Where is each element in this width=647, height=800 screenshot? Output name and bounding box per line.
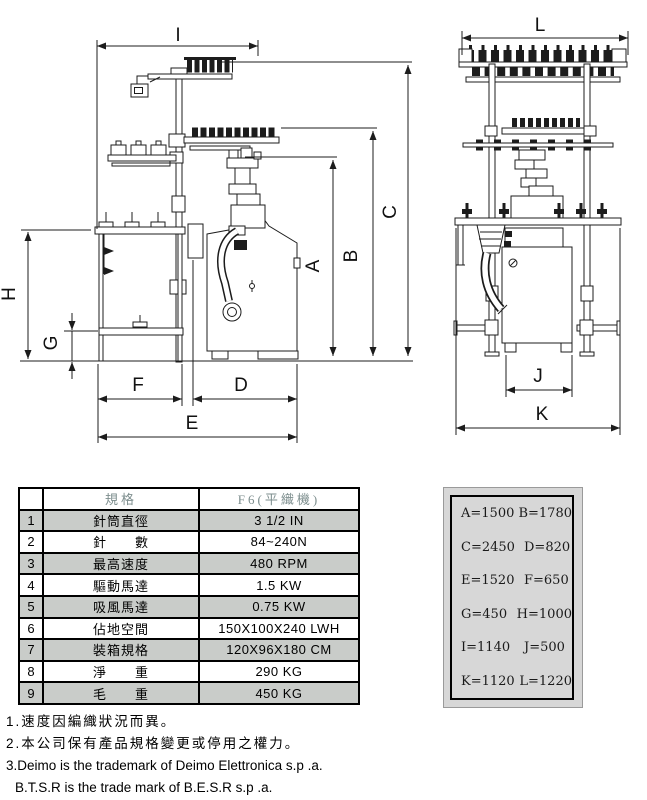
spec-name: 最高速度 — [42, 551, 200, 576]
dim-value-row: E=1520 F=650 — [461, 573, 572, 588]
dim-label-H: H — [0, 287, 20, 301]
dim-value-row: I=1140 J=500 — [461, 640, 572, 655]
spec-row-3: 3 最高速度 480 RPM — [18, 551, 360, 576]
footnote-3: 3.Deimo is the trademark of Deimo Elettr… — [6, 758, 323, 773]
spec-row-9: 9 毛 重 450 KG — [18, 681, 360, 705]
dim-label-E: E — [186, 413, 199, 434]
spec-value: 1.5 KW — [198, 573, 360, 597]
spec-value: 290 KG — [198, 659, 360, 684]
dim-value-row: K=1120 L=1220 — [461, 674, 572, 689]
dim-label-J: J — [533, 366, 543, 387]
spec-no: 3 — [18, 551, 44, 576]
technical-drawings: I C B A H G — [0, 15, 629, 443]
dimension-values-box: A=1500 B=1780 C=2450 D=820 E=1520 F=650 … — [443, 487, 583, 708]
spec-header-empty — [18, 487, 44, 511]
dim-value: C=2450 — [461, 539, 515, 555]
dim-value: E=1520 — [461, 573, 515, 589]
spec-no: 8 — [18, 659, 44, 684]
footnote-1: 1.速度因編織狀況而異。 — [6, 714, 177, 729]
dim-value: B=1780 — [518, 506, 572, 522]
spec-value: 120X96X180 CM — [198, 638, 360, 662]
plate-bolts — [462, 203, 607, 218]
spec-value: 0.75 KW — [198, 594, 360, 619]
dim-value-row: C=2450 D=820 — [461, 540, 572, 555]
spec-row-5: 5 吸風馬達 0.75 KW — [18, 594, 360, 619]
side-top-creel — [458, 45, 628, 83]
dim-value-row: A=1500 B=1780 — [461, 506, 572, 521]
top-feeder-arm — [130, 57, 236, 98]
dim-value: I=1140 — [461, 640, 511, 656]
spec-header-row: 規格 F6(平織機) — [18, 487, 360, 511]
spec-name: 淨 重 — [42, 659, 200, 684]
dim-value: D=820 — [524, 539, 571, 555]
spec-name: 針筒直徑 — [42, 508, 200, 533]
dim-label-B: B — [341, 250, 362, 263]
spec-row-2: 2 針 數 84~240N — [18, 530, 360, 554]
creel-stand — [94, 212, 186, 362]
dim-label-K: K — [536, 404, 549, 425]
spec-no: 7 — [18, 638, 44, 662]
dim-label-G: G — [41, 336, 62, 351]
third-feeder-tier — [107, 140, 184, 167]
spec-no: 4 — [18, 573, 44, 597]
spec-value: 150X100X240 LWH — [198, 616, 360, 641]
dim-value: F=650 — [524, 573, 569, 589]
spec-row-7: 7 裝箱規格 120X96X180 CM — [18, 638, 360, 662]
spec-value: 480 RPM — [198, 551, 360, 576]
second-feeder-tier — [168, 127, 280, 151]
spec-name: 裝箱規格 — [42, 638, 200, 662]
suction-pipe-side — [476, 224, 512, 315]
spec-name: 佔地空間 — [42, 616, 200, 641]
dim-value: A=1500 — [461, 506, 515, 522]
dim-label-L: L — [535, 15, 546, 36]
spec-value: 450 KG — [198, 681, 360, 705]
dim-label-I: I — [175, 25, 180, 46]
dim-label-D: D — [234, 375, 248, 396]
spec-name: 驅動馬達 — [42, 573, 200, 597]
spec-value: 3 1/2 IN — [198, 508, 360, 533]
side-view-drawing: L J K — [453, 15, 629, 435]
spec-no: 5 — [18, 594, 44, 619]
spec-row-6: 6 佔地空間 150X100X240 LWH — [18, 616, 360, 641]
dim-value: K=1120 — [461, 673, 515, 689]
dim-value: G=450 — [461, 606, 508, 622]
spec-no: 9 — [18, 681, 44, 705]
spec-table: 規格 F6(平織機) 1 針筒直徑 3 1/2 IN 2 針 數 84~240N… — [18, 487, 360, 705]
dim-value: L=1220 — [519, 673, 572, 689]
spec-value: 84~240N — [198, 530, 360, 554]
footnotes: 1.速度因編織狀況而異。 2.本公司保有產品規格變更或停用之權力。 3.Deim… — [6, 711, 323, 799]
side-dimensions: L J K — [455, 15, 629, 435]
footnote-2: 2.本公司保有產品規格變更或停用之權力。 — [6, 736, 301, 751]
spec-no: 1 — [18, 508, 44, 533]
dim-value: J=500 — [524, 640, 565, 656]
dim-label-F: F — [132, 375, 144, 396]
side-feeder-platform — [462, 118, 614, 151]
spec-no: 6 — [18, 616, 44, 641]
dim-label-C: C — [380, 205, 401, 219]
spec-name: 吸風馬達 — [42, 594, 200, 619]
dim-value: H=1000 — [516, 606, 572, 622]
footnote-4: B.T.S.R is the trade mark of B.E.S.R s.p… — [15, 780, 273, 795]
spec-row-4: 4 驅動馬達 1.5 KW — [18, 573, 360, 597]
spec-row-8: 8 淨 重 290 KG — [18, 659, 360, 684]
spec-header-spec: 規格 — [42, 487, 200, 511]
spec-row-1: 1 針筒直徑 3 1/2 IN — [18, 508, 360, 533]
machine-body-side — [453, 149, 622, 353]
spec-no: 2 — [18, 530, 44, 554]
dimension-values-inner: A=1500 B=1780 C=2450 D=820 E=1520 F=650 … — [450, 495, 574, 700]
dim-value-row: G=450 H=1000 — [461, 607, 572, 622]
suction-pipe-front — [217, 225, 247, 322]
front-view-drawing: I C B A H G — [0, 25, 413, 443]
spec-name: 針 數 — [42, 530, 200, 554]
spec-header-model: F6(平織機) — [198, 487, 360, 511]
machine-body-front — [187, 147, 301, 360]
spec-name: 毛 重 — [42, 681, 200, 705]
front-dimensions: I C B A H G — [0, 25, 413, 443]
dim-label-A: A — [303, 259, 324, 272]
